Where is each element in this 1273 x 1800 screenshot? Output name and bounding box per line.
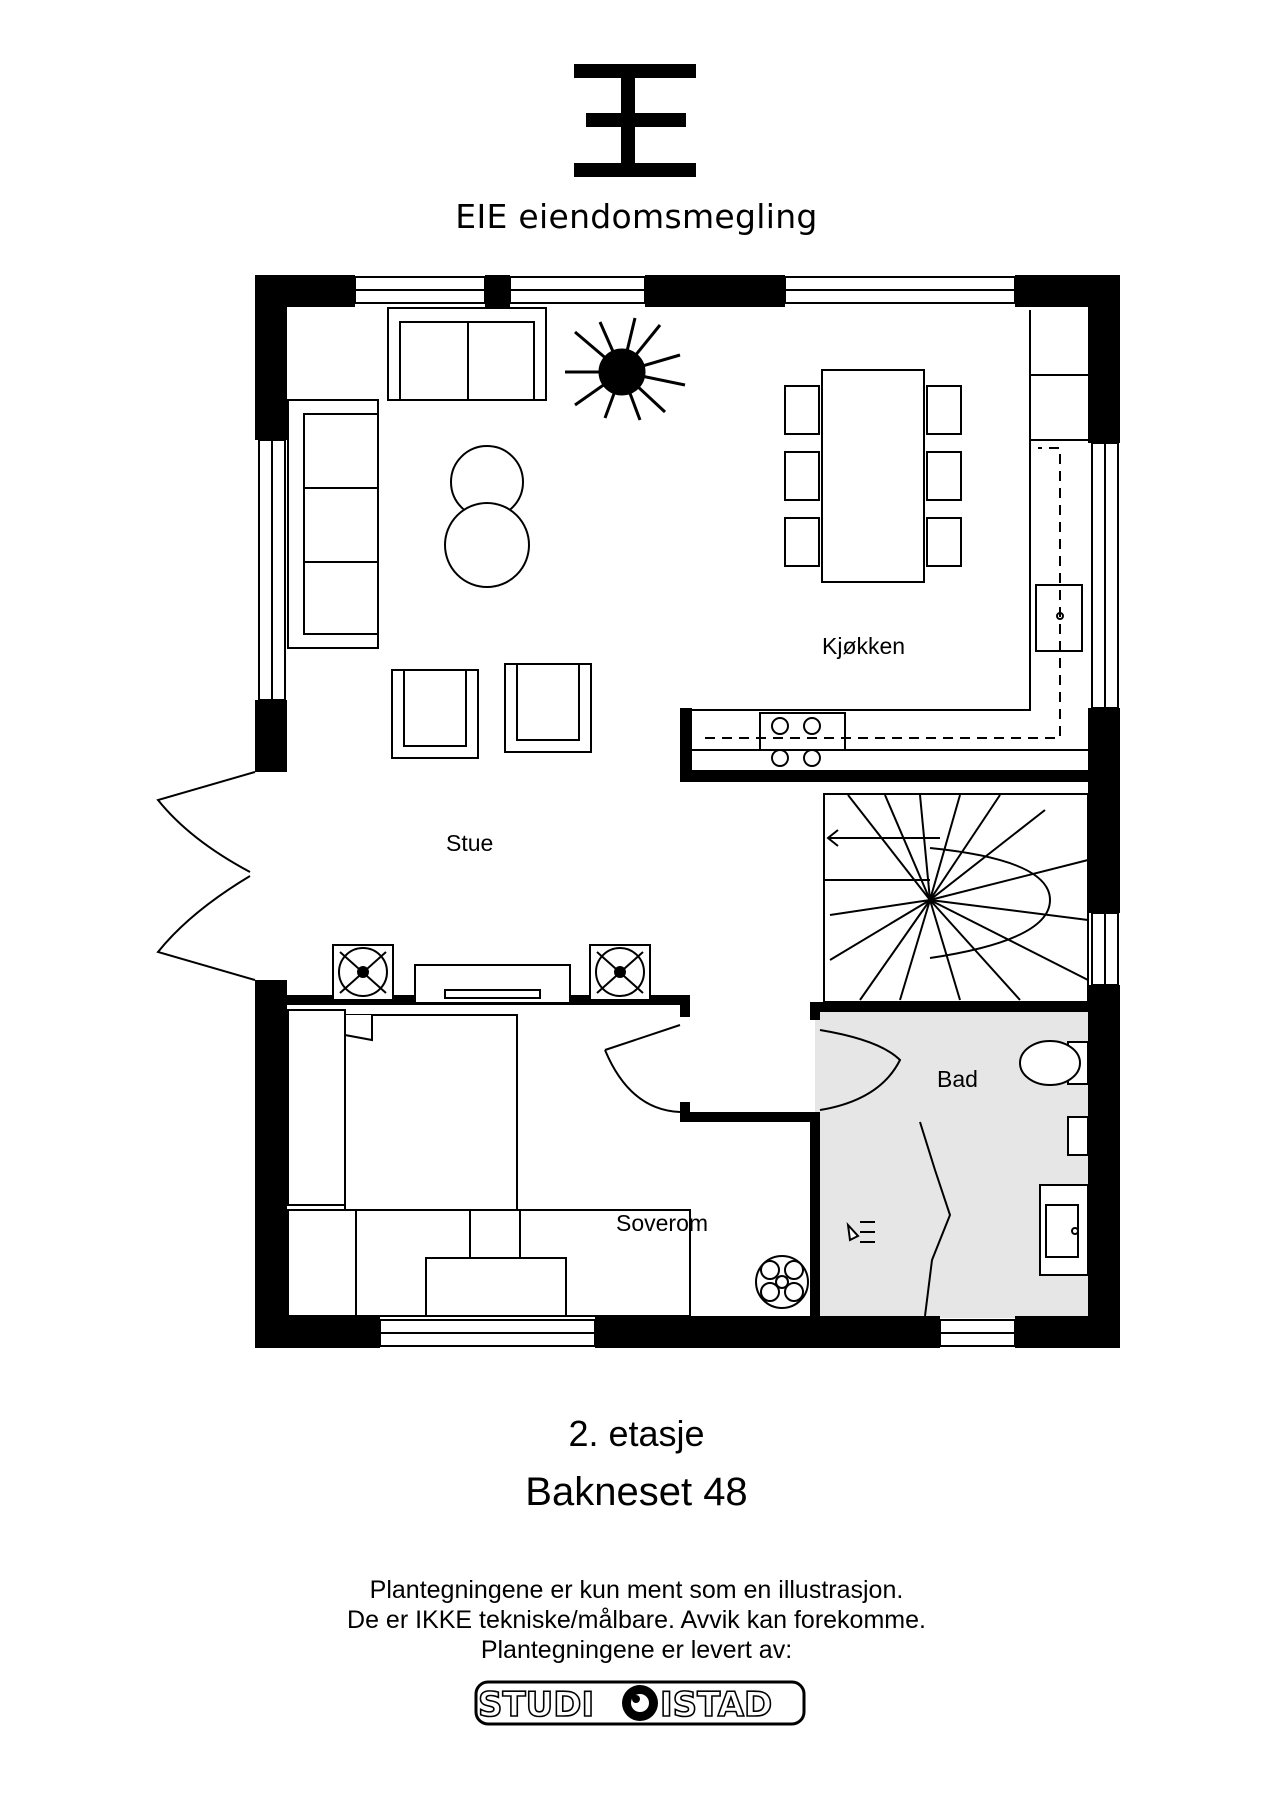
bedroom-door [604,1024,681,1113]
armchairs [391,663,592,759]
brand-name: EIE eiendomsmegling [455,197,818,236]
room-label-kitchen: Kjøkken [822,633,906,659]
dining-table [784,369,962,583]
tv-bench [414,964,571,1004]
studio-logo-text-right: ISTAD [660,1685,772,1725]
disclaimer-line-1: Plantegningene er kun ment som en illust… [369,1576,904,1604]
sofa-top [387,307,547,401]
sofa-left [287,399,379,649]
entrance-door [156,771,256,981]
bath-door [819,1029,902,1111]
studio-istad-logo-icon: STUDI ISTAD [474,1680,806,1726]
disclaimer-line-2: De er IKKE tekniske/målbare. Avvik kan f… [347,1606,926,1634]
room-label-living: Stue [446,830,494,856]
floor-label: 2. etasje [568,1413,705,1454]
room-label-bath: Bad [937,1066,978,1092]
eie-logo-icon [574,64,696,177]
staircase [823,793,1089,1003]
kitchen-counter [692,310,1088,767]
plant-bedroom-icon [755,1255,809,1309]
room-label-bedroom: Soverom [616,1210,709,1236]
floor-fans [332,944,651,1001]
studio-logo-text-left: STUDI [478,1685,594,1725]
windows [258,276,1119,1347]
outer-walls [255,275,1120,1348]
coffee-tables [444,445,530,588]
bath-fixtures [846,1040,1089,1317]
floor-plan-drawing [156,275,1120,1348]
property-address: Bakneset 48 [525,1470,748,1514]
disclaimer-line-3: Plantegningene er levert av: [480,1636,793,1664]
plant-top-icon [565,317,686,421]
bed [287,1009,691,1317]
